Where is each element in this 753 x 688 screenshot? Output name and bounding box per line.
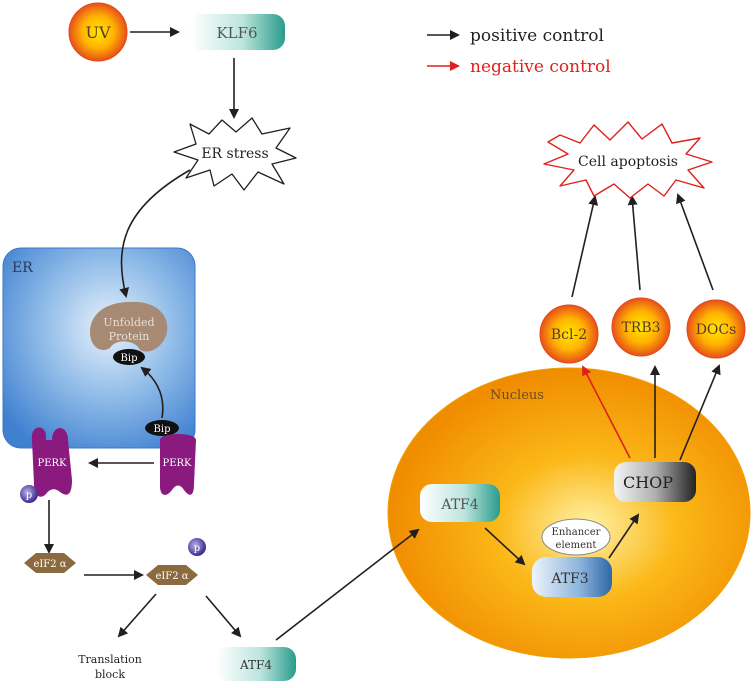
docs-node — [686, 299, 746, 359]
bip-bottom-node — [145, 420, 179, 436]
perk-left-label: PERK — [37, 458, 67, 469]
atf4-nucleus-label: ATF4 — [440, 497, 478, 513]
eif2a-left-node — [24, 553, 76, 573]
atf3-node — [532, 557, 612, 597]
cell-apoptosis-burst — [543, 121, 713, 199]
bip-bottom-label: Bip — [154, 424, 171, 435]
arrow-atf3-chop — [608, 513, 640, 559]
unfolded-protein-line1: Unfolded — [103, 316, 154, 329]
p-right-node — [188, 538, 206, 556]
eif2a-right-node — [146, 565, 198, 585]
arrow-erstress-unfolded — [119, 169, 191, 298]
legend-positive-label: positive control — [470, 26, 604, 46]
p-right-label: p — [194, 543, 200, 554]
nucleus — [387, 367, 751, 659]
atf3-label: ATF3 — [550, 571, 588, 587]
translation-block-line1: Translation — [78, 653, 142, 666]
uv-label: UV — [85, 23, 110, 42]
bcl2-label: Bcl-2 — [551, 327, 587, 343]
klf6-node — [190, 14, 285, 50]
perk-right-receptor — [160, 434, 196, 495]
unfolded-protein-line2: Protein — [109, 330, 150, 343]
atf4-bottom-node — [216, 647, 296, 681]
docs-label: DOCs — [696, 322, 737, 338]
enhancer-element-line1: Enhancer — [552, 527, 601, 538]
arrow-eif2a-translation — [117, 593, 157, 638]
bip-top-node — [113, 349, 145, 365]
perk-left-receptor — [31, 427, 73, 497]
arrow-atf4-into-nucleus — [275, 528, 420, 641]
bip-top-label: Bip — [121, 353, 138, 364]
arrow-chop-docs — [679, 364, 721, 461]
eif2a-right-label: eIF2 α — [155, 571, 188, 582]
legend: positive control negative control — [427, 26, 611, 77]
eif2a-left-label: eIF2 α — [33, 559, 66, 570]
chop-node — [614, 462, 696, 502]
chop-label: CHOP — [623, 473, 673, 492]
er-stress-burst — [173, 117, 297, 191]
arrow-chop-bcl2-inhibit — [582, 365, 631, 459]
arrow-docs-apoptosis — [676, 193, 714, 291]
p-left-label: p — [26, 490, 32, 501]
enhancer-element-line2: element — [556, 540, 597, 551]
bcl2-node — [539, 304, 599, 364]
arrow-bip-up — [140, 366, 164, 419]
atf4-bottom-label: ATF4 — [239, 658, 272, 672]
p-left-node — [20, 485, 38, 503]
arrow-eif2a-atf4 — [205, 595, 242, 638]
enhancer-element-node — [541, 518, 611, 556]
er-label: ER — [12, 260, 33, 276]
atf4-nucleus-node — [420, 484, 500, 522]
nucleus-label: Nucleus — [490, 388, 544, 403]
cell-apoptosis-label: Cell apoptosis — [578, 154, 678, 170]
arrow-bcl2-apoptosis — [571, 195, 599, 298]
translation-block-line2: block — [95, 668, 125, 681]
trb3-node — [611, 297, 671, 357]
uv-node — [68, 2, 128, 62]
perk-right-label: PERK — [162, 458, 192, 469]
unfolded-protein — [90, 301, 168, 352]
trb3-label: TRB3 — [621, 320, 660, 336]
klf6-label: KLF6 — [216, 24, 257, 42]
legend-negative-label: negative control — [470, 57, 611, 77]
arrow-atf4-atf3 — [484, 527, 526, 566]
arrow-trb3-apoptosis — [627, 195, 641, 291]
er-stress-label: ER stress — [201, 146, 268, 162]
